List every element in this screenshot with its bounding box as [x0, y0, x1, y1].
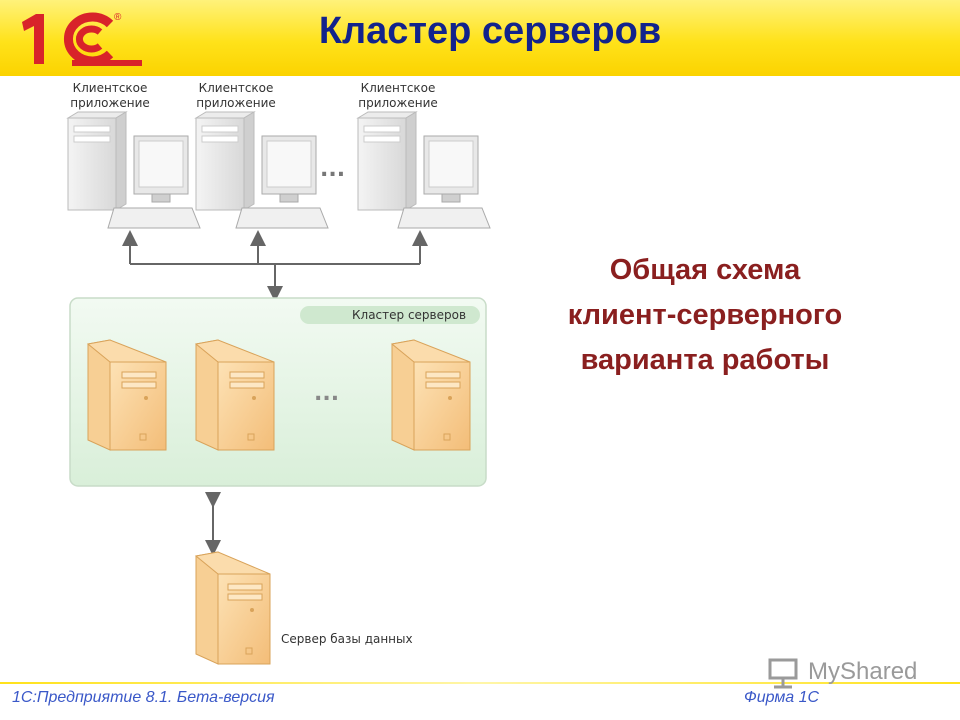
client-computer-3 — [356, 111, 491, 229]
client-label-3: Клиентское приложение — [343, 81, 453, 111]
cluster-panel — [69, 297, 487, 487]
watermark-text: MyShared — [808, 658, 918, 685]
database-server — [194, 551, 271, 665]
page-title: Кластер серверов — [318, 10, 662, 52]
registered-mark: ® — [114, 12, 122, 23]
header-bar: ® Кластер серверов — [0, 0, 960, 76]
cluster-server-2 — [194, 339, 275, 451]
client-label-1: Клиентское приложение — [55, 81, 165, 111]
1c-logo: ® — [22, 12, 142, 66]
client-computer-1 — [66, 111, 201, 229]
cluster-label-tab — [300, 306, 480, 324]
client-connectors — [122, 230, 428, 302]
client-computer-2 — [194, 111, 329, 229]
client-label-2: Клиентское приложение — [181, 81, 291, 111]
presentation-icon — [768, 658, 798, 689]
footer-divider — [0, 682, 960, 684]
slide-subtitle: Общая схема клиент-серверного варианта р… — [520, 248, 890, 383]
client-label-3-line2: приложение — [358, 96, 438, 110]
subtitle-line-3: варианта работы — [580, 344, 830, 376]
cluster-server-1 — [86, 339, 167, 451]
servers-ellipsis: ... — [314, 381, 339, 406]
client-label-2-line2: приложение — [196, 96, 276, 110]
footer-company: Фирма 1С — [744, 689, 820, 706]
subtitle-line-1: Общая схема — [609, 254, 801, 286]
myshared-watermark: MyShared — [766, 656, 936, 692]
footer-product: 1С:Предприятие 8.1. Бета-версия — [12, 689, 275, 706]
subtitle-line-2: клиент-серверного — [567, 299, 843, 331]
db-server-label: Сервер базы данных — [281, 632, 413, 646]
cluster-server-3 — [390, 339, 471, 451]
client-label-3-line1: Клиентское — [360, 81, 436, 95]
clients-ellipsis: ... — [320, 157, 345, 182]
client-label-1-line1: Клиентское — [72, 81, 148, 95]
client-label-1-line2: приложение — [70, 96, 150, 110]
cluster-panel-label: Кластер серверов — [352, 308, 467, 322]
client-label-2-line1: Клиентское — [198, 81, 274, 95]
